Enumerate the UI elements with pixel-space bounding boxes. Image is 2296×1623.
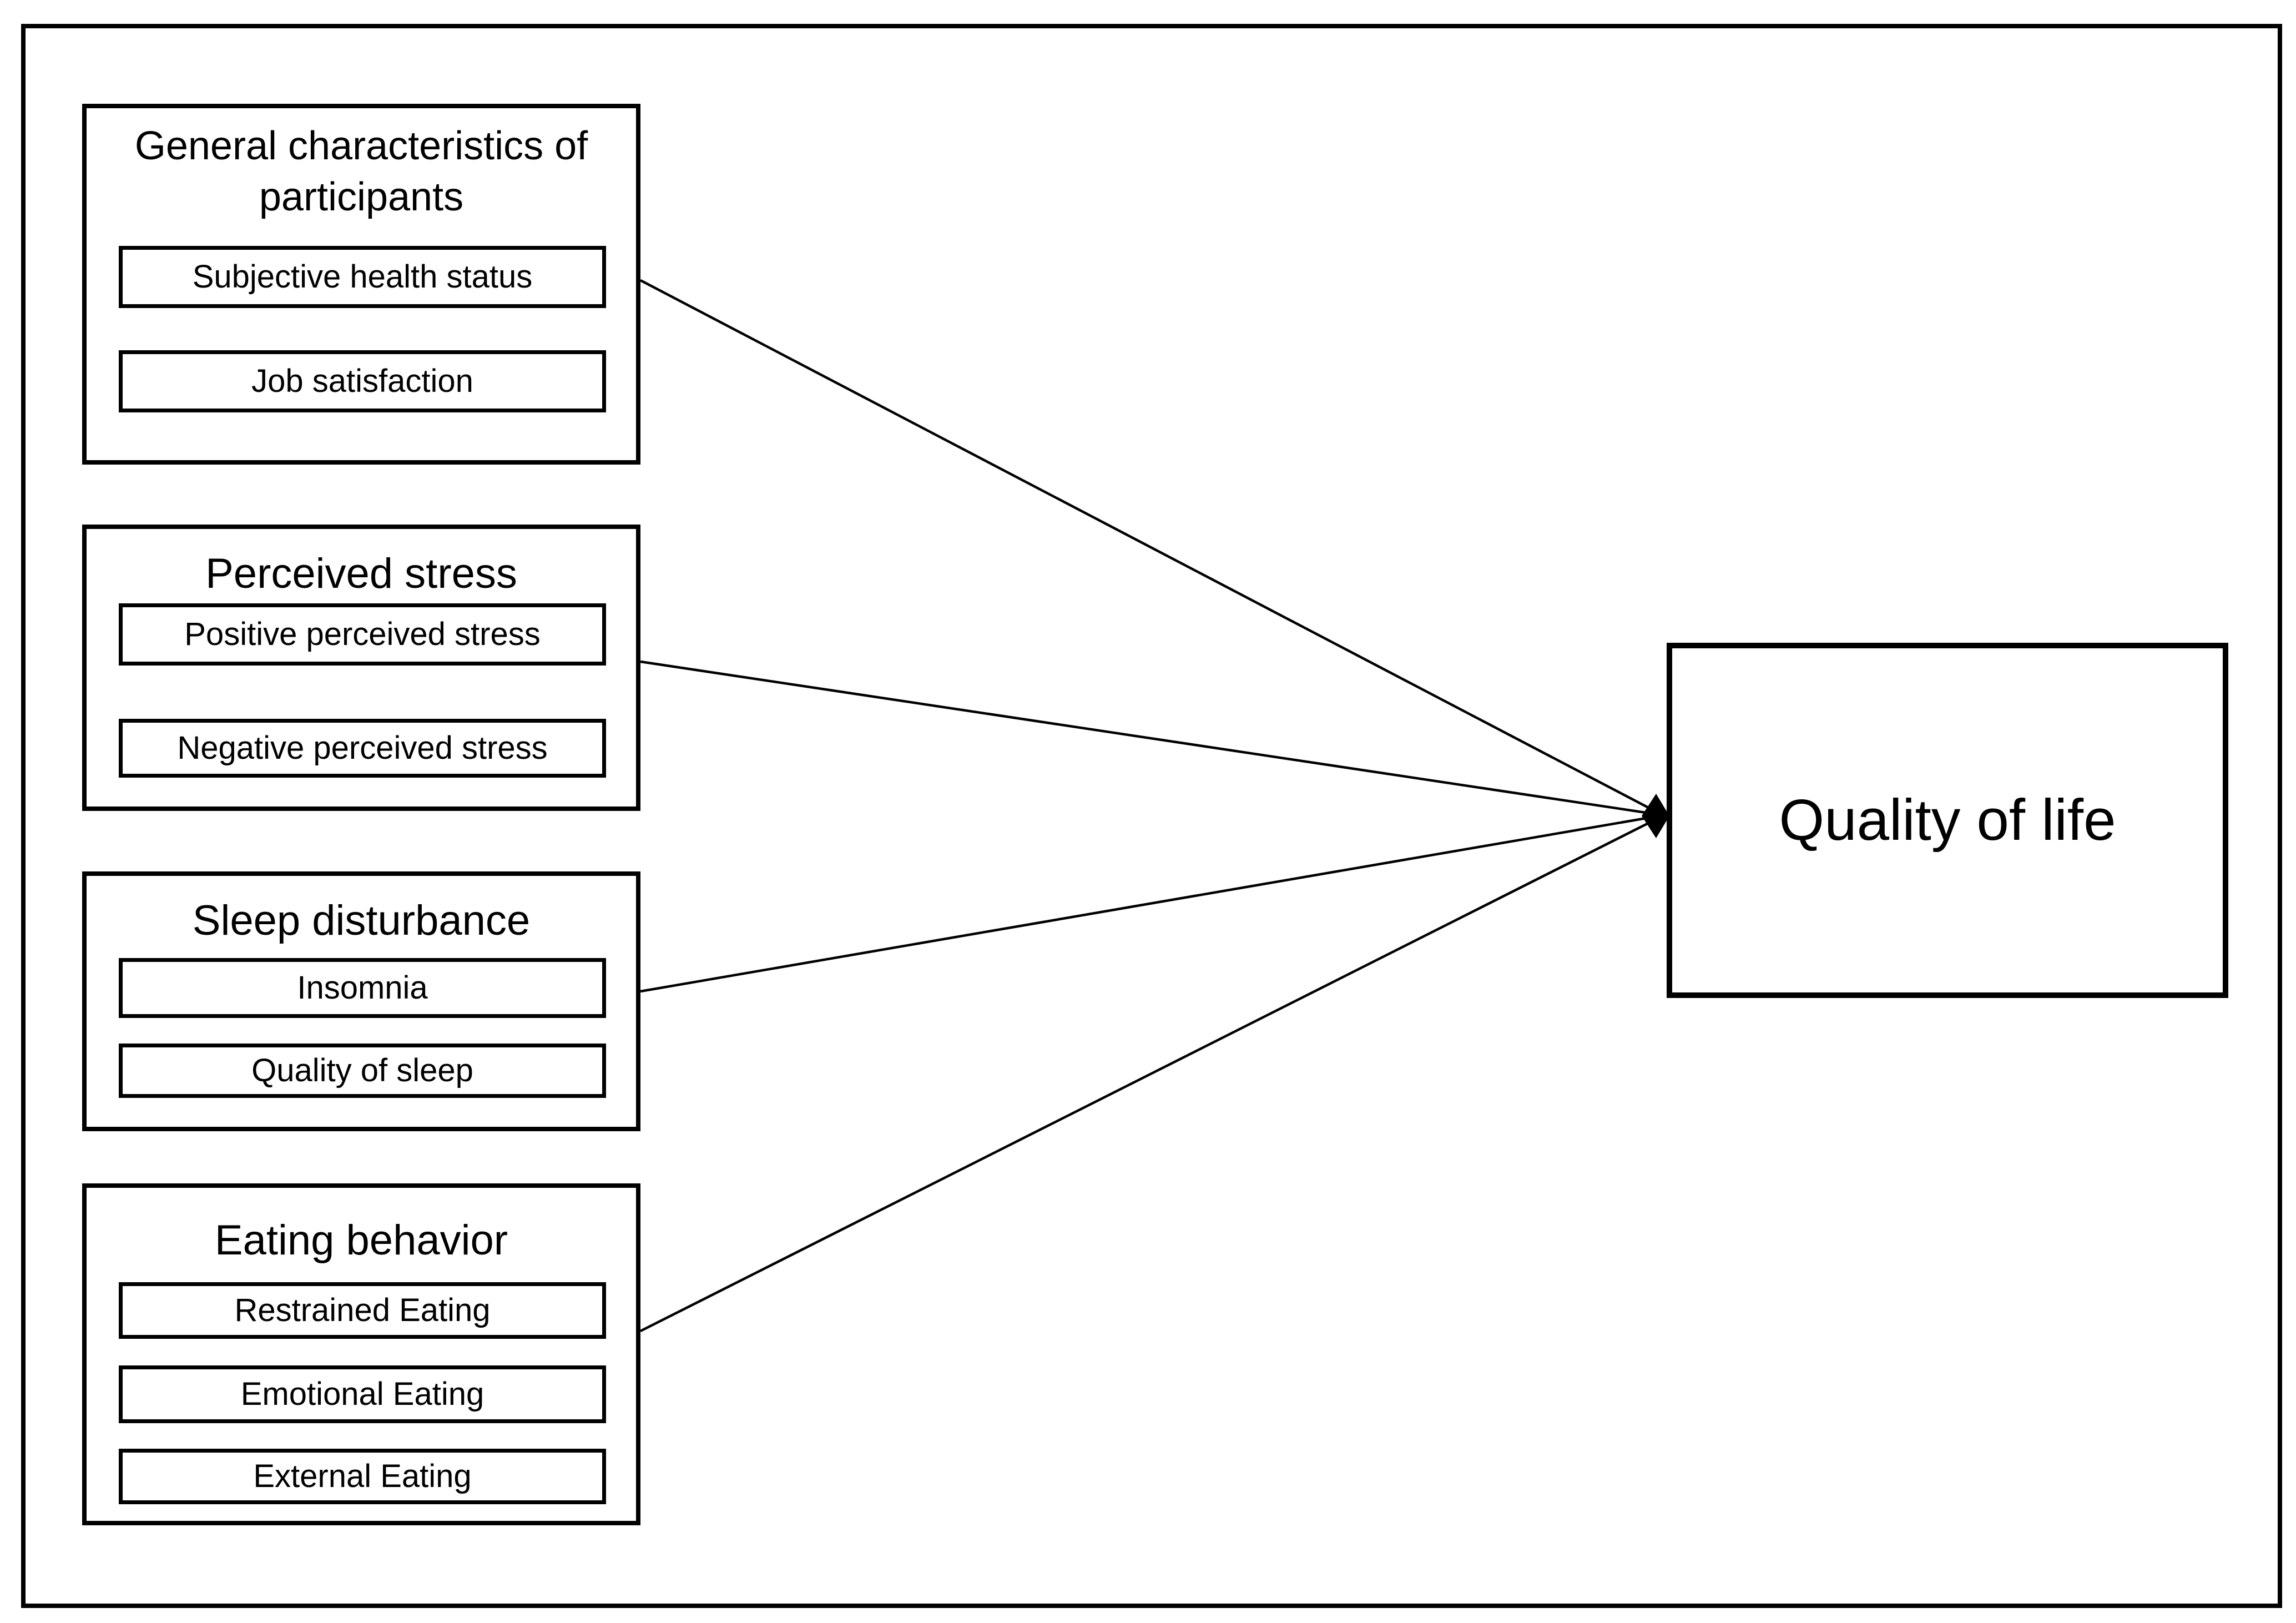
sub-box-external-eating: External Eating [119,1449,606,1504]
sub-box-negative-perceived-stress: Negative perceived stress [119,719,606,778]
sub-box-label: External Eating [253,1458,472,1495]
sub-box-label: Subjective health status [192,259,533,295]
sub-box-quality-of-sleep: Quality of sleep [119,1044,606,1098]
sub-box-label: Positive perceived stress [184,616,541,653]
group-title: General characteristics of participants [134,124,588,220]
group-box-perceived-stress: Perceived stress Positive perceived stre… [82,525,640,811]
group-box-general-characteristics: General characteristics of participants … [82,104,640,465]
group-title: Sleep disturbance [192,897,531,944]
group-title: Eating behavior [214,1217,508,1264]
sub-box-label: Emotional Eating [240,1376,485,1413]
sub-box-label: Restrained Eating [234,1292,491,1329]
group-title: Perceived stress [205,550,517,597]
sub-box-label: Quality of sleep [251,1052,473,1089]
sub-box-label: Insomnia [297,970,428,1006]
sub-box-label: Negative perceived stress [177,730,548,767]
sub-box-positive-perceived-stress: Positive perceived stress [119,603,606,666]
sub-box-subjective-health-status: Subjective health status [119,246,606,308]
sub-box-restrained-eating: Restrained Eating [119,1282,606,1339]
outcome-box-quality-of-life: Quality of life [1667,643,2228,998]
group-box-sleep-disturbance: Sleep disturbance Insomnia Quality of sl… [82,871,640,1131]
sub-box-insomnia: Insomnia [119,958,606,1018]
outcome-label: Quality of life [1779,788,2116,853]
sub-box-label: Job satisfaction [251,363,473,400]
sub-box-emotional-eating: Emotional Eating [119,1365,606,1423]
group-box-eating-behavior: Eating behavior Restrained Eating Emotio… [82,1183,640,1525]
sub-box-job-satisfaction: Job satisfaction [119,350,606,412]
